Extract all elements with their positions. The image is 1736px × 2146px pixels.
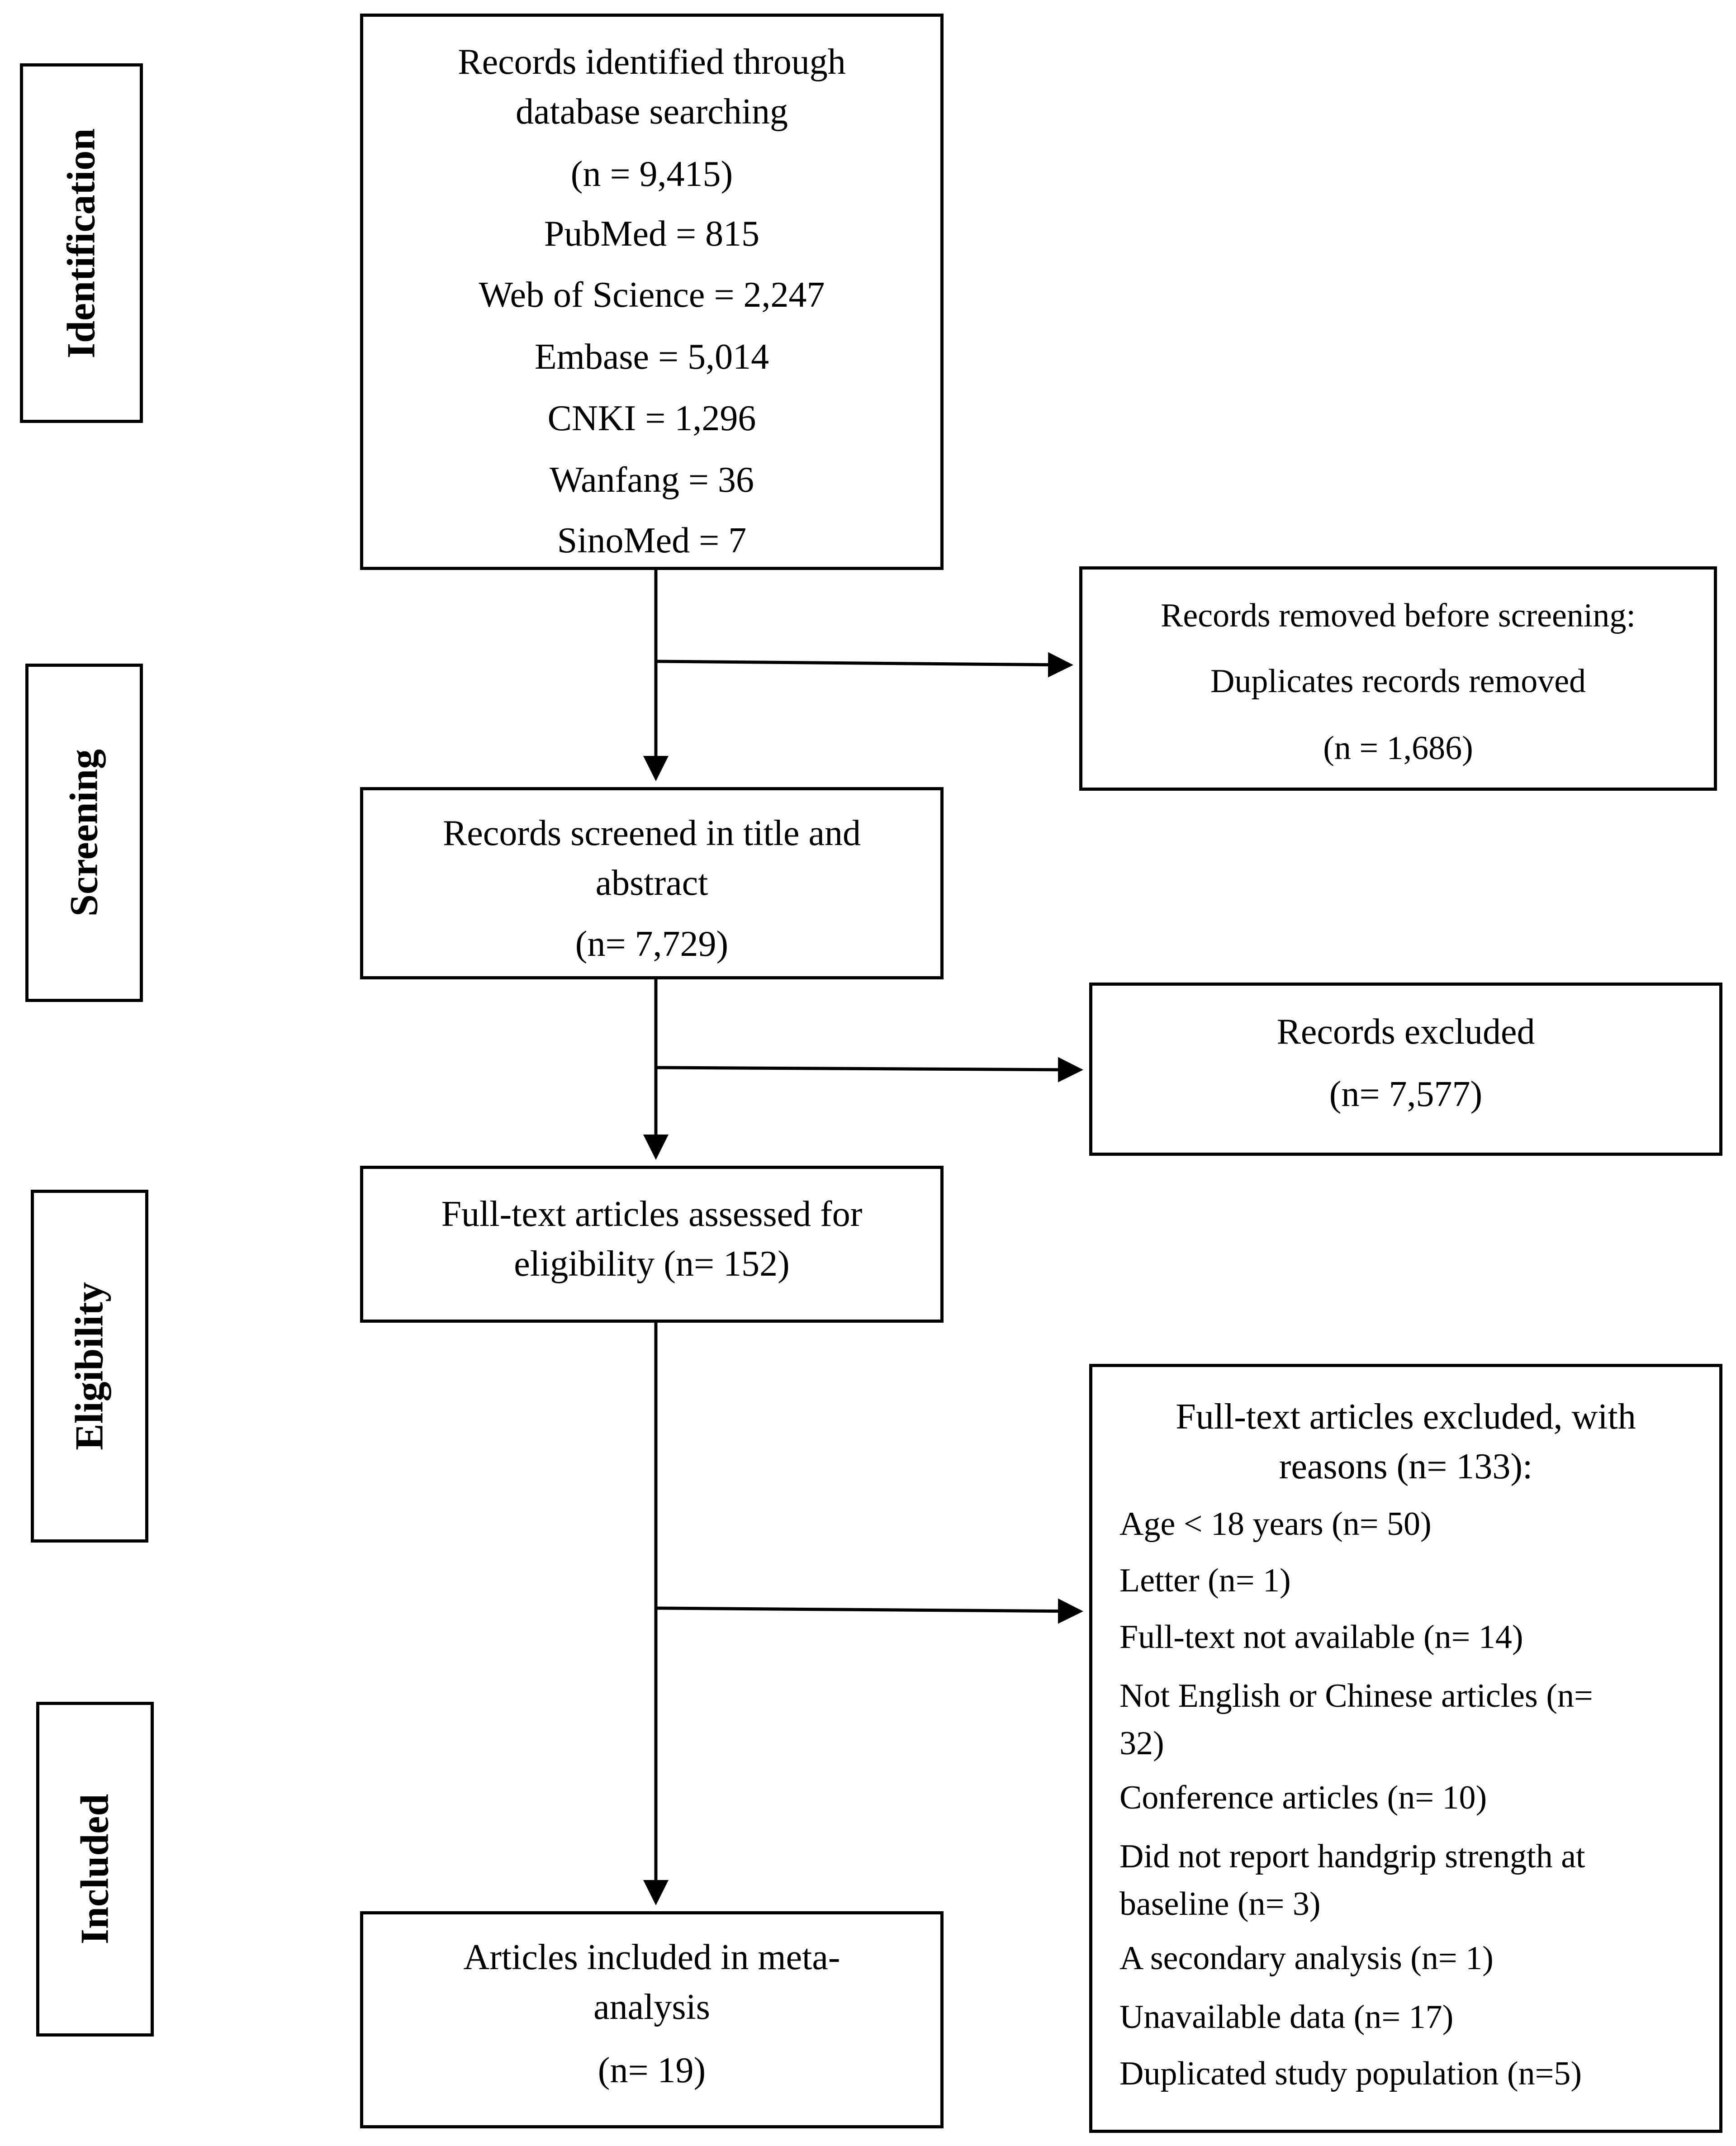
- stage-eligibility: Eligibility: [31, 1190, 148, 1543]
- identified-line1: Records identified through: [458, 42, 846, 82]
- screened-box: Records screened in title and abstract (…: [360, 787, 944, 979]
- screened-count: (n= 7,729): [575, 924, 729, 964]
- fulltext-excluded-line2: reasons (n= 133):: [1279, 1447, 1533, 1486]
- fulltext-excluded-box: Full-text articles excluded, with reason…: [1089, 1364, 1722, 2133]
- screened-line1: Records screened in title and: [442, 813, 861, 853]
- included-box: Articles included in meta- analysis (n= …: [360, 1911, 944, 2128]
- excluded-box: Records excluded (n= 7,577): [1089, 983, 1722, 1156]
- reason-conference: Conference articles (n= 10): [1119, 1779, 1487, 1816]
- excluded-count: (n= 7,577): [1329, 1074, 1483, 1114]
- screened-line2: abstract: [595, 863, 708, 903]
- stage-identification: Identification: [20, 63, 143, 423]
- source-pubmed: PubMed = 815: [544, 214, 760, 254]
- identified-box: Records identified through database sear…: [360, 14, 944, 570]
- included-line2: analysis: [593, 1987, 710, 2027]
- arrow-to-fulltext-excluded: [655, 1598, 1083, 1624]
- reason-unavailable-data: Unavailable data (n= 17): [1119, 1999, 1454, 2036]
- fulltext-line2: eligibility (n= 152): [514, 1244, 790, 1284]
- source-web-of-science: Web of Science = 2,247: [479, 275, 825, 315]
- identified-count: (n = 9,415): [570, 154, 733, 194]
- reason-language-line2: 32): [1119, 1725, 1164, 1762]
- arrow-to-removed: [655, 652, 1073, 678]
- identified-line2: database searching: [516, 92, 788, 132]
- reason-letter: Letter (n= 1): [1119, 1562, 1291, 1599]
- reason-age: Age < 18 years (n= 50): [1119, 1505, 1432, 1543]
- arrow-to-excluded: [655, 1057, 1083, 1082]
- source-cnki: CNKI = 1,296: [547, 399, 756, 438]
- excluded-line1: Records excluded: [1276, 1012, 1535, 1052]
- reason-handgrip-line2: baseline (n= 3): [1119, 1885, 1321, 1923]
- source-embase: Embase = 5,014: [534, 337, 769, 377]
- fulltext-excluded-line1: Full-text articles excluded, with: [1176, 1397, 1636, 1437]
- included-line1: Articles included in meta-: [463, 1937, 840, 1977]
- removed-line1: Records removed before screening:: [1161, 597, 1636, 634]
- fulltext-box: Full-text articles assessed for eligibil…: [360, 1166, 944, 1323]
- reason-language-line1: Not English or Chinese articles (n=: [1119, 1677, 1593, 1714]
- removed-line2: Duplicates records removed: [1210, 663, 1586, 700]
- included-count: (n= 19): [598, 2051, 706, 2090]
- reason-secondary-analysis: A secondary analysis (n= 1): [1119, 1940, 1494, 1977]
- stage-included: Included: [36, 1702, 154, 2037]
- reason-duplicated-population: Duplicated study population (n=5): [1119, 2055, 1582, 2092]
- removed-box: Records removed before screening: Duplic…: [1079, 566, 1717, 791]
- stage-screening: Screening: [25, 664, 143, 1002]
- reason-handgrip-line1: Did not report handgrip strength at: [1119, 1838, 1585, 1875]
- reason-fulltext-not-available: Full-text not available (n= 14): [1119, 1619, 1523, 1656]
- source-wanfang: Wanfang = 36: [550, 460, 754, 500]
- fulltext-line1: Full-text articles assessed for: [441, 1194, 863, 1234]
- source-sinomed: SinoMed = 7: [557, 521, 747, 560]
- removed-count: (n = 1,686): [1323, 730, 1473, 767]
